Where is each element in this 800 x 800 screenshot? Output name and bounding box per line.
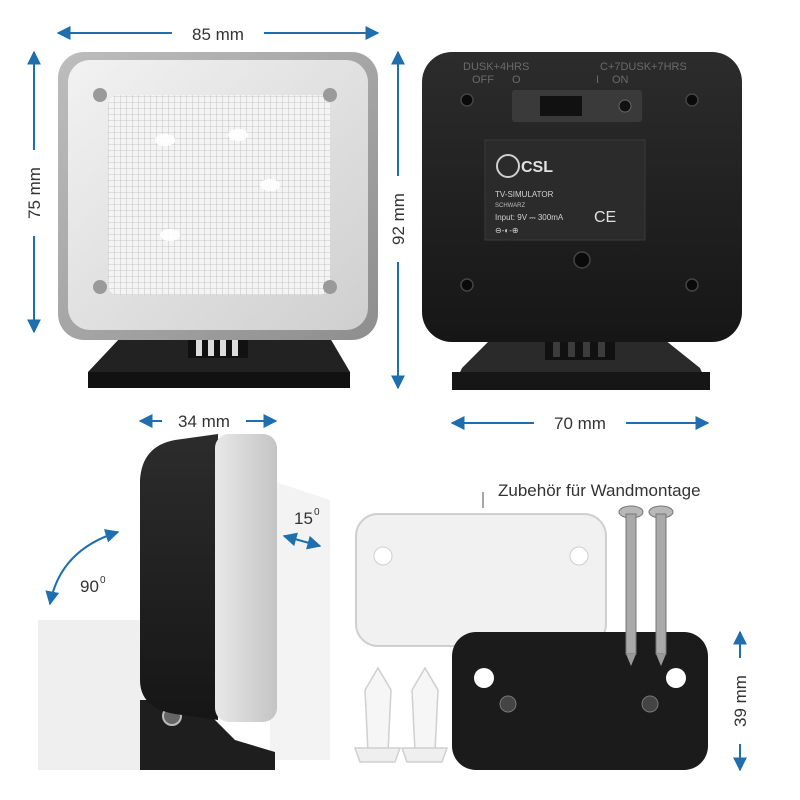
mounting-screws: [618, 505, 674, 666]
wall-plugs: [353, 666, 449, 763]
color-label: SCHWARZ: [495, 203, 525, 209]
wall-bracket: [452, 632, 708, 770]
width-front-label: 85 mm: [192, 25, 244, 44]
height-front-label: 75 mm: [25, 167, 44, 219]
light-sensor: [618, 99, 632, 113]
switch-label-i: I: [596, 74, 599, 86]
side-diffuser: [215, 434, 277, 722]
input-label: Input: 9V ⎓ 300mA: [495, 213, 564, 222]
bracket-height-label: 39 mm: [731, 675, 750, 727]
ce-mark: CE: [594, 209, 616, 226]
led-grid: [108, 95, 330, 295]
tilt-degree-mark: 0: [314, 507, 320, 518]
tilt-arrow: [282, 532, 322, 550]
switch-label-on: ON: [612, 74, 629, 86]
rotation-degree-mark: 0: [100, 575, 106, 586]
rotation-angle-label: 90: [80, 577, 99, 596]
model-label: TV-SIMULATOR: [495, 190, 554, 199]
height-back-label: 92 mm: [389, 193, 408, 245]
screw-holes: [93, 88, 337, 294]
switch-label-right-top: C+7DUSK+7HRS: [600, 61, 687, 73]
brand-label: CSL: [521, 159, 553, 176]
polarity-label: ⊖-◐-⊕: [495, 226, 519, 235]
side-body: [140, 434, 218, 720]
csl-logo-icon: [496, 154, 520, 178]
front-view: [58, 52, 378, 388]
mode-switch[interactable]: [540, 96, 582, 116]
switch-label-o: O: [512, 74, 521, 86]
accessories: Zubehör für Wandmontage: [353, 481, 708, 770]
switch-label-left-top: DUSK+4HRS: [463, 61, 529, 73]
accessories-label: Zubehör für Wandmontage: [498, 481, 701, 500]
back-screws: [460, 93, 699, 292]
back-view: DUSK+4HRS C+7DUSK+7HRS OFF O I ON CSL TV…: [422, 52, 742, 390]
switch-label-off: OFF: [472, 74, 494, 86]
device-label: [484, 139, 646, 241]
rotation-arrow: [45, 529, 120, 606]
depth-side-label: 34 mm: [178, 412, 230, 431]
width-back-label: 70 mm: [554, 414, 606, 433]
side-view: [38, 434, 330, 770]
tilt-angle-label: 15: [294, 509, 313, 528]
mounting-plate: [355, 513, 607, 647]
